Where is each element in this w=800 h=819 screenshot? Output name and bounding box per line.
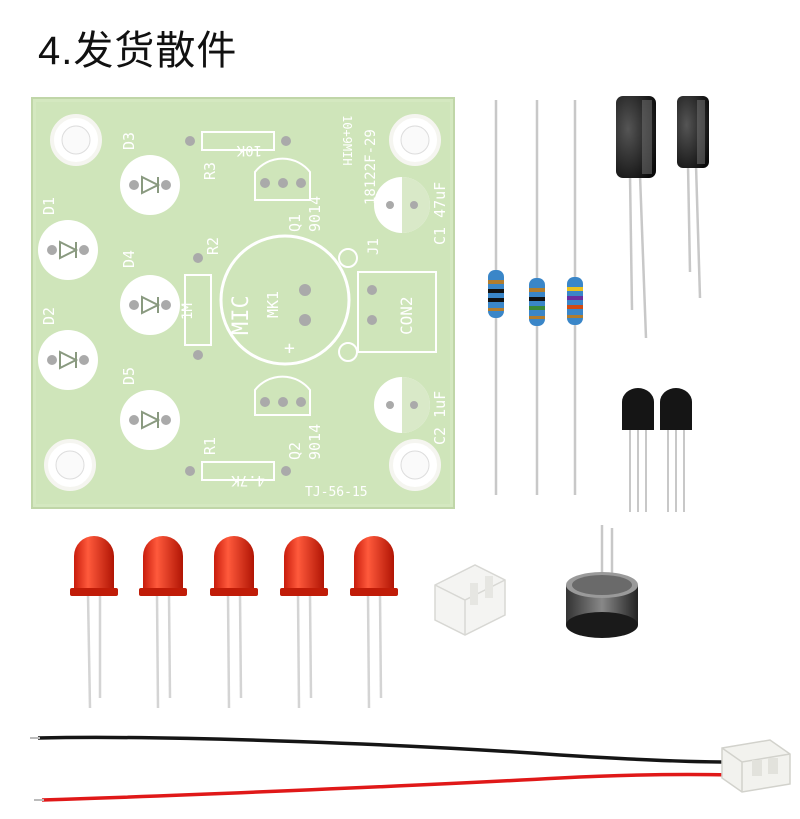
led-footprint-d3 (120, 155, 180, 215)
label-board-id: TJ-56-15 (305, 485, 368, 500)
wire-plug (721, 739, 791, 793)
resistor-footprint-r1 (185, 461, 291, 481)
transistor-2 (660, 388, 692, 512)
mounting-hole (44, 439, 96, 491)
label-r1: R1 (201, 437, 219, 455)
label-r3-value: 10K (236, 142, 262, 158)
resistor-2 (529, 100, 545, 495)
label-q1-type: 9014 (306, 196, 324, 232)
label-d4: D4 (120, 250, 138, 268)
red-led (280, 536, 328, 709)
transistor-footprint-q2 (254, 375, 311, 416)
mounting-hole (389, 114, 441, 166)
label-mirror-code: 10+9MIH (340, 115, 354, 166)
label-d5: D5 (120, 367, 138, 385)
red-led (350, 536, 398, 709)
title-number: 4. (38, 29, 74, 73)
white-connector-header (434, 564, 506, 636)
label-mk1: MK1 (264, 291, 282, 318)
resistor-3 (567, 100, 583, 495)
capacitor-footprint-c2 (374, 377, 430, 433)
mounting-hole (50, 114, 102, 166)
label-r1-value: 4.7K (231, 472, 265, 488)
led-footprint-d1 (38, 220, 98, 280)
red-led (70, 536, 118, 709)
label-mic: MIC (229, 295, 254, 335)
pcb-board: D1 D2 D3 D4 D5 R3 R2 R1 10K 1M 4.7K Q1 9… (31, 97, 455, 509)
red-led (139, 536, 187, 709)
resistor-footprint-r3 (185, 131, 291, 151)
label-q2: Q2 (286, 442, 304, 460)
electrolytic-capacitor-large (616, 96, 656, 339)
label-r2-value: 1M (180, 303, 196, 320)
label-c1: C1 47uF (431, 182, 449, 245)
label-d3: D3 (120, 132, 138, 150)
led-footprint-d2 (38, 330, 98, 390)
label-c2: C2 1uF (431, 391, 449, 445)
resistor-1 (488, 100, 504, 495)
label-r3: R3 (201, 162, 219, 180)
label-con2: CON2 (397, 296, 416, 335)
label-date-code: 18122F-29 (363, 129, 379, 205)
label-q2-type: 9014 (306, 424, 324, 460)
label-d2: D2 (40, 307, 58, 325)
electret-microphone (566, 525, 638, 638)
led-footprint-d5 (120, 390, 180, 450)
connector-footprint-con2 (338, 248, 437, 362)
wire-pair-with-plug (30, 735, 791, 802)
microphone-footprint (219, 234, 351, 366)
title-text: 发货散件 (73, 28, 238, 74)
mounting-hole (389, 439, 441, 491)
label-d1: D1 (40, 197, 58, 215)
resistor-footprint-r2 (184, 253, 212, 360)
transistor-1 (622, 388, 654, 512)
label-j1: J1 (366, 238, 382, 255)
red-led (210, 536, 258, 709)
led-footprint-d4 (120, 275, 180, 335)
transistor-footprint-q1 (254, 157, 311, 201)
electrolytic-capacitor-small (677, 96, 709, 299)
label-r2: R2 (204, 237, 222, 255)
label-mic-plus: + (284, 338, 295, 359)
capacitor-footprint-c1 (374, 177, 430, 233)
page-title: 4.发货散件 (38, 18, 237, 76)
label-q1: Q1 (286, 214, 304, 232)
